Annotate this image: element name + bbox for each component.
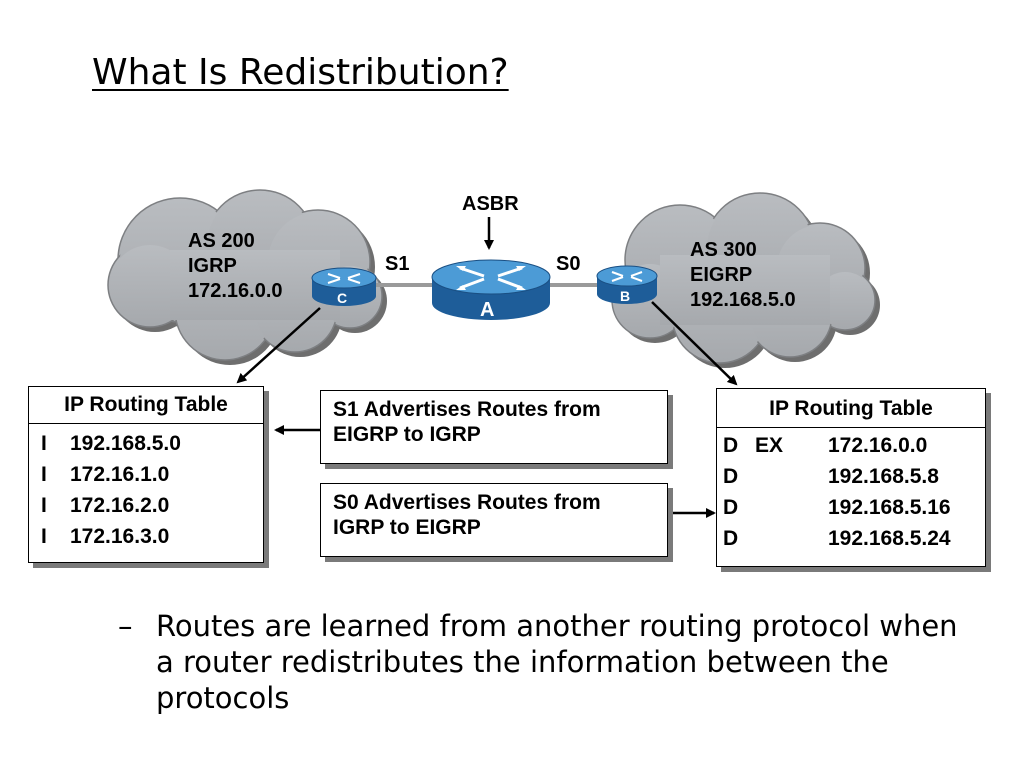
right-cloud-labels: AS 300 EIGRP 192.168.5.0 bbox=[690, 238, 796, 313]
route-code: I bbox=[41, 524, 47, 548]
route-prefix: 192.168.5.24 bbox=[828, 526, 951, 550]
left-table-title: IP Routing Table bbox=[64, 393, 228, 416]
right-routing-table: IP Routing Table D EX 172.16.0.0 D 192.1… bbox=[716, 388, 986, 567]
slide-title: What Is Redistribution? bbox=[92, 52, 509, 93]
s0-note-text: S0 Advertises Routes from IGRP to EIGRP bbox=[333, 491, 601, 539]
router-c-icon bbox=[311, 267, 377, 306]
table-row: I 192.168.5.0 bbox=[41, 428, 263, 459]
table-row: D 192.168.5.8 bbox=[723, 461, 985, 492]
left-table-divider bbox=[29, 423, 263, 424]
route-code: I bbox=[41, 493, 47, 517]
route-prefix: 172.16.3.0 bbox=[70, 524, 170, 548]
right-table-rows: D EX 172.16.0.0 D 192.168.5.8 D 192.168.… bbox=[717, 428, 985, 554]
router-b-label: B bbox=[620, 288, 631, 304]
right-table-divider bbox=[717, 427, 985, 428]
route-prefix: 192.168.5.0 bbox=[70, 431, 181, 455]
table-row: I 172.16.3.0 bbox=[41, 521, 263, 552]
route-prefix: 192.168.5.8 bbox=[828, 464, 939, 488]
route-code: D bbox=[723, 433, 739, 457]
router-c-label: C bbox=[337, 290, 348, 306]
right-table-title: IP Routing Table bbox=[769, 397, 933, 420]
left-cloud-network: 172.16.0.0 bbox=[188, 280, 283, 302]
bullet-dash: – bbox=[118, 609, 133, 643]
route-prefix: 172.16.2.0 bbox=[70, 493, 170, 517]
table-row: I 172.16.1.0 bbox=[41, 459, 263, 490]
left-cloud-labels: AS 200 IGRP 172.16.0.0 bbox=[188, 229, 283, 304]
s0-advertises-note: S0 Advertises Routes from IGRP to EIGRP bbox=[320, 483, 668, 557]
right-cloud-protocol: EIGRP bbox=[690, 264, 753, 286]
interface-s1-label: S1 bbox=[385, 253, 410, 275]
left-routing-table: IP Routing Table I 192.168.5.0 I 172.16.… bbox=[28, 386, 264, 563]
route-prefix: 192.168.5.16 bbox=[828, 495, 951, 519]
table-row: I 172.16.2.0 bbox=[41, 490, 263, 521]
router-a-label: A bbox=[480, 299, 495, 321]
left-cloud-protocol: IGRP bbox=[188, 255, 237, 277]
arrow-c-to-left-table bbox=[236, 307, 321, 384]
route-code: D bbox=[723, 526, 739, 550]
arrow-b-to-right-table bbox=[651, 301, 738, 386]
s1-advertises-note: S1 Advertises Routes from EIGRP to IGRP bbox=[320, 390, 668, 464]
route-code: D bbox=[723, 464, 739, 488]
table-row: D 192.168.5.16 bbox=[723, 492, 985, 523]
asbr-label: ASBR bbox=[462, 193, 519, 215]
router-a-icon bbox=[431, 259, 551, 320]
route-type: EX bbox=[755, 433, 784, 457]
bullet-text: Routes are learned from another routing … bbox=[156, 609, 958, 715]
bullet-point: – Routes are learned from another routin… bbox=[118, 608, 978, 716]
table-row: D EX 172.16.0.0 bbox=[723, 430, 985, 461]
right-cloud-as: AS 300 bbox=[690, 239, 757, 261]
interface-s0-label: S0 bbox=[556, 253, 581, 275]
table-row: D 192.168.5.24 bbox=[723, 523, 985, 554]
right-cloud-network: 192.168.5.0 bbox=[690, 289, 796, 311]
s1-note-text: S1 Advertises Routes from EIGRP to IGRP bbox=[333, 398, 601, 446]
route-code: I bbox=[41, 431, 47, 455]
route-prefix: 172.16.1.0 bbox=[70, 462, 170, 486]
route-prefix: 172.16.0.0 bbox=[828, 433, 928, 457]
router-b-icon bbox=[596, 265, 658, 304]
left-table-rows: I 192.168.5.0 I 172.16.1.0 I 172.16.2.0 … bbox=[29, 424, 263, 552]
left-cloud-as: AS 200 bbox=[188, 230, 255, 252]
route-code: I bbox=[41, 462, 47, 486]
route-code: D bbox=[723, 495, 739, 519]
